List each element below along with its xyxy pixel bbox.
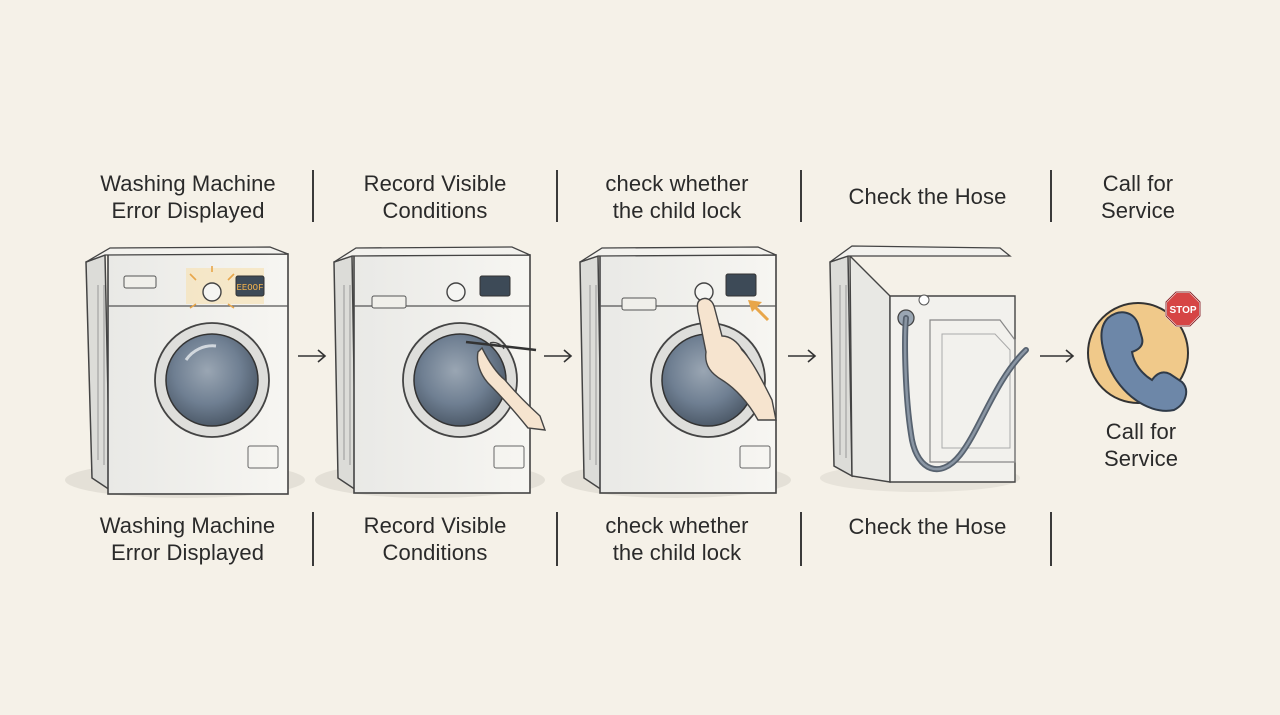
hand-pen-icon — [465, 340, 547, 431]
separator — [800, 512, 802, 566]
phone-icon — [1087, 302, 1189, 412]
arrow-right-icon — [1040, 349, 1075, 363]
separator — [312, 512, 314, 566]
step-1-top-label: Washing Machine Error Displayed — [100, 171, 276, 223]
svg-text:EEOOF: EEOOF — [236, 283, 263, 293]
step-3-top-label: check whether the child lock — [605, 171, 749, 223]
stop-sign-icon: STOP — [1165, 291, 1201, 327]
separator — [556, 170, 558, 222]
svg-text:STOP: STOP — [1169, 305, 1196, 316]
hand-press-icon — [696, 297, 777, 421]
step-5-side-label: Call for Service — [1103, 419, 1179, 471]
washing-machine-icon: EEOOF — [65, 246, 305, 498]
step-4-bottom-label: Check the Hose — [848, 514, 1007, 539]
arrow-right-icon — [544, 349, 573, 363]
step-2-bottom-label: Record Visible Conditions — [363, 513, 507, 565]
washing-machine-icon — [561, 246, 791, 498]
separator — [800, 170, 802, 222]
hose-icon — [820, 245, 1029, 492]
step-1-bottom-label: Washing Machine Error Displayed — [99, 513, 276, 565]
separator — [1050, 170, 1052, 222]
washing-machine-icon — [315, 246, 545, 498]
separator — [312, 170, 314, 222]
arrow-right-icon — [298, 349, 327, 363]
separator — [556, 512, 558, 566]
step-2-top-label: Record Visible Conditions — [363, 171, 507, 223]
separator — [1050, 512, 1052, 566]
step-5-top-label: Call for Service — [1100, 171, 1176, 223]
arrow-right-icon — [788, 349, 817, 363]
step-3-bottom-label: check whether the child lock — [605, 513, 749, 565]
step-4-top-label: Check the Hose — [848, 184, 1007, 209]
